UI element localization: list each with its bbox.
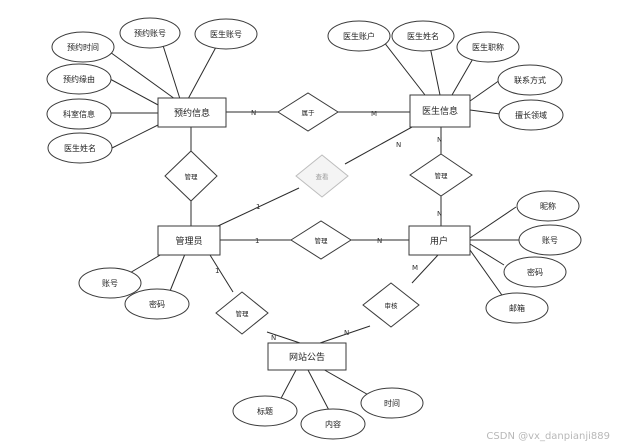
svg-text:管理: 管理 bbox=[435, 171, 449, 180]
entity-admin: 管理员 bbox=[157, 225, 221, 256]
relationship-manage-user: 管理 bbox=[409, 153, 473, 197]
attribute-user-email: 邮箱 bbox=[485, 292, 549, 324]
svg-text:密码: 密码 bbox=[149, 299, 165, 309]
attribute-doctor-name: 医生姓名 bbox=[391, 20, 455, 52]
relationship-approve-notice: 审核 bbox=[362, 282, 420, 328]
svg-text:邮箱: 邮箱 bbox=[509, 303, 525, 313]
attribute-admin-account: 账号 bbox=[78, 267, 142, 299]
attribute-doctor-title: 医生职称 bbox=[456, 31, 520, 63]
attribute-appointment-time: 预约时间 bbox=[51, 31, 115, 63]
svg-text:预约账号: 预约账号 bbox=[134, 28, 166, 38]
attribute-appointment-account: 预约账号 bbox=[119, 17, 181, 49]
relationship-belongs: 属于 bbox=[277, 92, 339, 132]
attribute-notice-time: 时间 bbox=[360, 387, 424, 419]
svg-text:擅长领域: 擅长领域 bbox=[515, 110, 547, 120]
svg-text:账号: 账号 bbox=[102, 279, 118, 288]
card-doctor-manage: N bbox=[437, 136, 442, 144]
attribute-appointment-reason: 预约缘由 bbox=[46, 63, 112, 95]
entity-label: 网站公告 bbox=[289, 351, 325, 363]
svg-text:预约时间: 预约时间 bbox=[67, 42, 99, 52]
card-notice-admin: N bbox=[271, 334, 276, 342]
relationship-admin-manage-user: 管理 bbox=[290, 220, 352, 260]
svg-text:医生账户: 医生账户 bbox=[343, 31, 375, 41]
attribute-appointment-doctor-account: 医生账号 bbox=[194, 18, 258, 50]
entity-notice: 网站公告 bbox=[267, 342, 347, 371]
entity-label: 管理员 bbox=[175, 235, 202, 247]
attribute-admin-password: 密码 bbox=[124, 288, 190, 320]
svg-text:联系方式: 联系方式 bbox=[514, 75, 546, 85]
attribute-doctor-specialty: 擅长领域 bbox=[498, 99, 564, 131]
entity-label: 医生信息 bbox=[422, 105, 458, 117]
card-admin-manage-user: 1 bbox=[255, 237, 259, 245]
svg-text:昵称: 昵称 bbox=[540, 201, 556, 211]
svg-text:标题: 标题 bbox=[257, 406, 273, 416]
watermark: CSDN @vx_danpianji889 bbox=[486, 431, 610, 442]
svg-text:账号: 账号 bbox=[542, 236, 558, 245]
svg-text:管理: 管理 bbox=[236, 309, 250, 318]
card-notice-user: N bbox=[344, 329, 349, 337]
card-doctor-approve: N bbox=[396, 141, 401, 149]
relationship-manage-appointment: 管理 bbox=[164, 150, 218, 202]
svg-text:医生姓名: 医生姓名 bbox=[64, 143, 96, 153]
attribute-doctor-account: 医生账户 bbox=[327, 20, 391, 52]
entity-label: 用户 bbox=[430, 235, 448, 247]
attribute-user-password: 密码 bbox=[503, 256, 567, 288]
svg-text:属于: 属于 bbox=[302, 109, 316, 117]
card-user-notice: M bbox=[412, 264, 418, 272]
svg-text:医生职称: 医生职称 bbox=[472, 42, 504, 52]
card-admin-approve: 1 bbox=[256, 203, 260, 211]
attribute-appointment-department: 科室信息 bbox=[46, 98, 112, 130]
attribute-user-nickname: 昵称 bbox=[516, 190, 580, 222]
card-appt-belongs: N bbox=[251, 109, 256, 117]
entity-appointment: 预约信息 bbox=[157, 97, 227, 128]
svg-text:预约缘由: 预约缘由 bbox=[63, 74, 95, 84]
entity-doctor: 医生信息 bbox=[409, 94, 471, 128]
svg-text:科室信息: 科室信息 bbox=[63, 109, 95, 119]
card-doctor-belongs: M bbox=[371, 110, 377, 118]
relationship-approve-doctor: 查看 bbox=[295, 154, 349, 198]
attribute-notice-content: 内容 bbox=[300, 408, 366, 440]
entity-label: 预约信息 bbox=[174, 107, 210, 119]
connector-lines bbox=[102, 35, 519, 417]
relationship-manage-notice: 管理 bbox=[215, 291, 269, 335]
card-admin-notice: 1 bbox=[215, 267, 219, 275]
cardinality-labels: N M N N 1 N 1 N 1 N N M bbox=[215, 109, 442, 342]
svg-text:审核: 审核 bbox=[385, 301, 399, 310]
svg-text:管理: 管理 bbox=[185, 172, 199, 181]
svg-text:内容: 内容 bbox=[325, 419, 341, 429]
svg-text:管理: 管理 bbox=[315, 236, 329, 245]
attribute-notice-title: 标题 bbox=[232, 395, 298, 427]
attribute-doctor-contact: 联系方式 bbox=[497, 64, 563, 96]
card-user-manage: N bbox=[437, 210, 442, 218]
svg-text:时间: 时间 bbox=[384, 398, 400, 408]
card-user-manage-admin: N bbox=[377, 237, 382, 245]
svg-text:密码: 密码 bbox=[527, 267, 543, 277]
svg-text:医生账号: 医生账号 bbox=[210, 29, 242, 39]
attribute-user-account: 账号 bbox=[518, 224, 582, 256]
svg-text:医生姓名: 医生姓名 bbox=[407, 31, 439, 41]
svg-text:查看: 查看 bbox=[316, 172, 330, 181]
entity-user: 用户 bbox=[408, 225, 471, 256]
attribute-appointment-doctor-name: 医生姓名 bbox=[47, 132, 113, 164]
